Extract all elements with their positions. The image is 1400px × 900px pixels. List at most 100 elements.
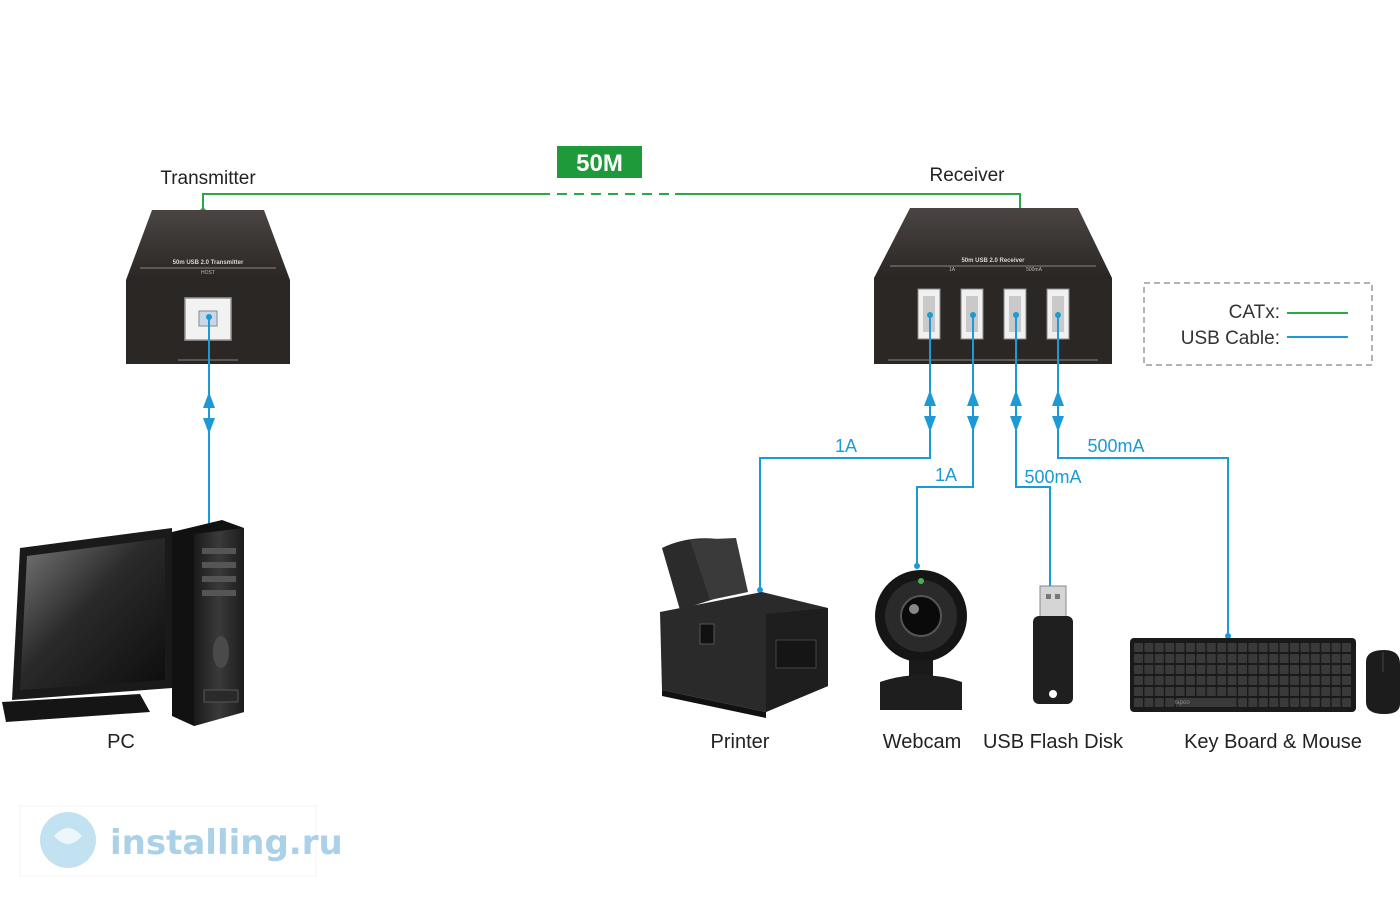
transmitter-label: Transmitter xyxy=(160,168,256,189)
keyboard-key xyxy=(1144,698,1154,707)
keyboard-key xyxy=(1217,665,1227,674)
keyboard-key xyxy=(1331,643,1341,652)
keyboard-key xyxy=(1310,687,1320,696)
keyboard-key xyxy=(1186,665,1195,674)
keyboard-key xyxy=(1206,665,1216,674)
keyboard-key xyxy=(1248,654,1258,663)
keyboard-key xyxy=(1310,643,1320,652)
receiver-device: 50m USB 2.0 Receiver 1A 500mA xyxy=(874,208,1112,364)
keyboard-key xyxy=(1175,665,1185,674)
transmitter-port-label: HOST xyxy=(201,270,215,276)
keyboard-key xyxy=(1269,665,1279,674)
keyboard-key xyxy=(1186,654,1195,663)
keyboard-key xyxy=(1227,687,1237,696)
keyboard-key xyxy=(1279,698,1289,707)
keyboard-key xyxy=(1269,643,1279,652)
keyboard-key xyxy=(1342,698,1351,707)
usb-flash-icon xyxy=(1033,585,1073,704)
keyboard-key xyxy=(1165,698,1175,707)
usb-link-webcam xyxy=(914,312,979,569)
webcam-label: Webcam xyxy=(883,731,962,753)
keyboard-key xyxy=(1227,665,1237,674)
watermark-text: installing.ru xyxy=(110,823,343,863)
keyboard-key xyxy=(1248,687,1258,696)
keyboard-key xyxy=(1206,654,1216,663)
keyboard-key xyxy=(1300,676,1310,685)
printer-icon xyxy=(660,538,828,718)
keyboard-mouse-label: Key Board & Mouse xyxy=(1184,731,1362,753)
keyboard-key xyxy=(1269,654,1279,663)
receiver-port-label-left: 1A xyxy=(949,267,956,273)
keyboard-key xyxy=(1248,665,1258,674)
keyboard-key xyxy=(1279,676,1289,685)
keyboard-key xyxy=(1321,676,1331,685)
legend-box: CATx: USB Cable: xyxy=(1143,282,1373,366)
keyboard-key xyxy=(1134,676,1143,685)
keyboard-key xyxy=(1238,687,1247,696)
keyboard-key xyxy=(1165,665,1175,674)
keyboard-key xyxy=(1238,643,1247,652)
keyboard-key xyxy=(1238,654,1247,663)
keyboard-key xyxy=(1279,654,1289,663)
keyboard-key xyxy=(1331,676,1341,685)
keyboard-keys xyxy=(1134,643,1351,707)
keyboard-key xyxy=(1144,676,1154,685)
keyboard-key xyxy=(1206,643,1216,652)
keyboard-key xyxy=(1227,654,1237,663)
keyboard-key xyxy=(1290,643,1299,652)
keyboard-key xyxy=(1331,687,1341,696)
keyboard-key xyxy=(1134,665,1143,674)
watermark: installing.ru xyxy=(19,805,343,877)
keyboard-key xyxy=(1217,654,1227,663)
keyboard-key xyxy=(1206,676,1216,685)
keyboard-key xyxy=(1165,687,1175,696)
keyboard-key xyxy=(1134,698,1143,707)
distance-badge-text: 50M xyxy=(576,150,623,177)
keyboard-key xyxy=(1258,687,1268,696)
keyboard-key xyxy=(1310,654,1320,663)
mouse-icon xyxy=(1366,650,1400,714)
keyboard-key xyxy=(1310,698,1320,707)
keyboard-key xyxy=(1321,665,1331,674)
keyboard-key xyxy=(1154,698,1164,707)
keyboard-key xyxy=(1196,687,1206,696)
keyboard-key xyxy=(1175,687,1185,696)
keyboard-key xyxy=(1342,665,1351,674)
keyboard-key xyxy=(1279,643,1289,652)
keyboard-key xyxy=(1300,654,1310,663)
keyboard-spacebar xyxy=(1175,698,1237,707)
current-label-keyboard: 500mA xyxy=(1087,436,1144,456)
keyboard-key xyxy=(1258,654,1268,663)
current-label-flash: 500mA xyxy=(1024,467,1081,487)
keyboard-key xyxy=(1134,643,1143,652)
receiver-port-label-right: 500mA xyxy=(1026,267,1043,273)
keyboard-key xyxy=(1331,665,1341,674)
keyboard-key xyxy=(1186,676,1195,685)
keyboard-key xyxy=(1238,665,1247,674)
keyboard-key xyxy=(1342,643,1351,652)
keyboard-icon: rapoo xyxy=(1130,638,1356,712)
keyboard-key xyxy=(1154,676,1164,685)
keyboard-key xyxy=(1342,687,1351,696)
receiver-panel-title: 50m USB 2.0 Receiver xyxy=(961,258,1025,264)
printer-label: Printer xyxy=(711,731,770,753)
keyboard-key xyxy=(1217,687,1227,696)
keyboard-key xyxy=(1144,687,1154,696)
current-label-webcam: 1A xyxy=(935,465,957,485)
keyboard-key xyxy=(1134,654,1143,663)
webcam-icon xyxy=(875,570,967,710)
keyboard-key xyxy=(1300,698,1310,707)
keyboard-key xyxy=(1331,654,1341,663)
keyboard-key xyxy=(1279,687,1289,696)
keyboard-key xyxy=(1196,676,1206,685)
keyboard-key xyxy=(1217,643,1227,652)
keyboard-key xyxy=(1227,676,1237,685)
usb-flash-label: USB Flash Disk xyxy=(983,731,1124,753)
keyboard-key xyxy=(1165,676,1175,685)
keyboard-key xyxy=(1269,687,1279,696)
keyboard-key xyxy=(1290,665,1299,674)
current-label-printer: 1A xyxy=(835,436,857,456)
keyboard-key xyxy=(1238,698,1247,707)
keyboard-key xyxy=(1154,665,1164,674)
